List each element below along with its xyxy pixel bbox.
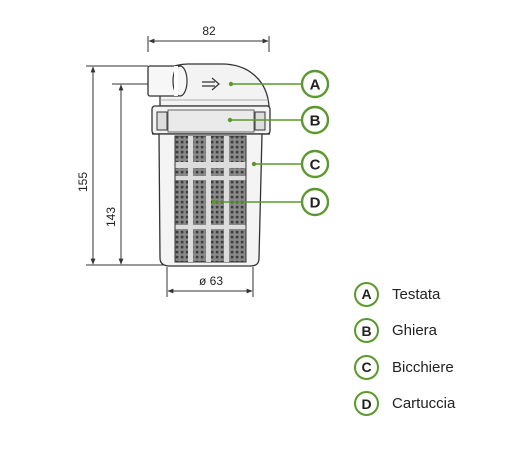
- callout-d-letter: D: [310, 195, 321, 212]
- dimension-diameter-bottom: ø 63: [166, 267, 254, 297]
- callout-b: B: [300, 105, 330, 135]
- legend-badge-c: C: [354, 354, 379, 380]
- callout-c: C: [300, 149, 330, 179]
- dimension-height-body: 143: [104, 83, 148, 265]
- legend-item-b: B Ghiera: [354, 313, 455, 350]
- legend-label-b: Ghiera: [392, 322, 438, 340]
- legend-label-c: Bicchiere: [392, 358, 454, 376]
- legend-badge-a: A: [354, 281, 379, 307]
- callout-leaders: [211, 81, 302, 205]
- legend-item-d: D Cartuccia: [354, 386, 455, 423]
- legend-label-a: Testata: [392, 285, 441, 303]
- legend-item-a: A Testata: [354, 276, 455, 313]
- callout-c-letter: C: [310, 157, 321, 174]
- dimension-height-total: 155: [76, 65, 168, 266]
- filter-body: [147, 63, 271, 267]
- legend-label-d: Cartuccia: [392, 395, 456, 413]
- legend-badge-d: D: [354, 391, 379, 417]
- callout-a: A: [300, 69, 330, 99]
- filter-cartridge: [174, 135, 247, 263]
- callout-a-letter: A: [310, 77, 321, 94]
- dimension-height-total-label: 155: [76, 172, 90, 192]
- callout-b-letter: B: [310, 113, 321, 130]
- legend-item-c: C Bicchiere: [354, 349, 455, 386]
- dimension-height-body-label: 143: [104, 207, 118, 227]
- legend: A Testata B Ghiera C Bicchiere D Cartucc…: [354, 276, 455, 422]
- dimension-width-top-label: 82: [202, 24, 216, 38]
- filter-head: [147, 63, 270, 107]
- legend-badge-b: B: [354, 318, 379, 344]
- dimension-diameter-bottom-label: ø 63: [199, 274, 223, 288]
- callout-d: D: [300, 187, 330, 217]
- dimension-width-top: 82: [147, 24, 270, 52]
